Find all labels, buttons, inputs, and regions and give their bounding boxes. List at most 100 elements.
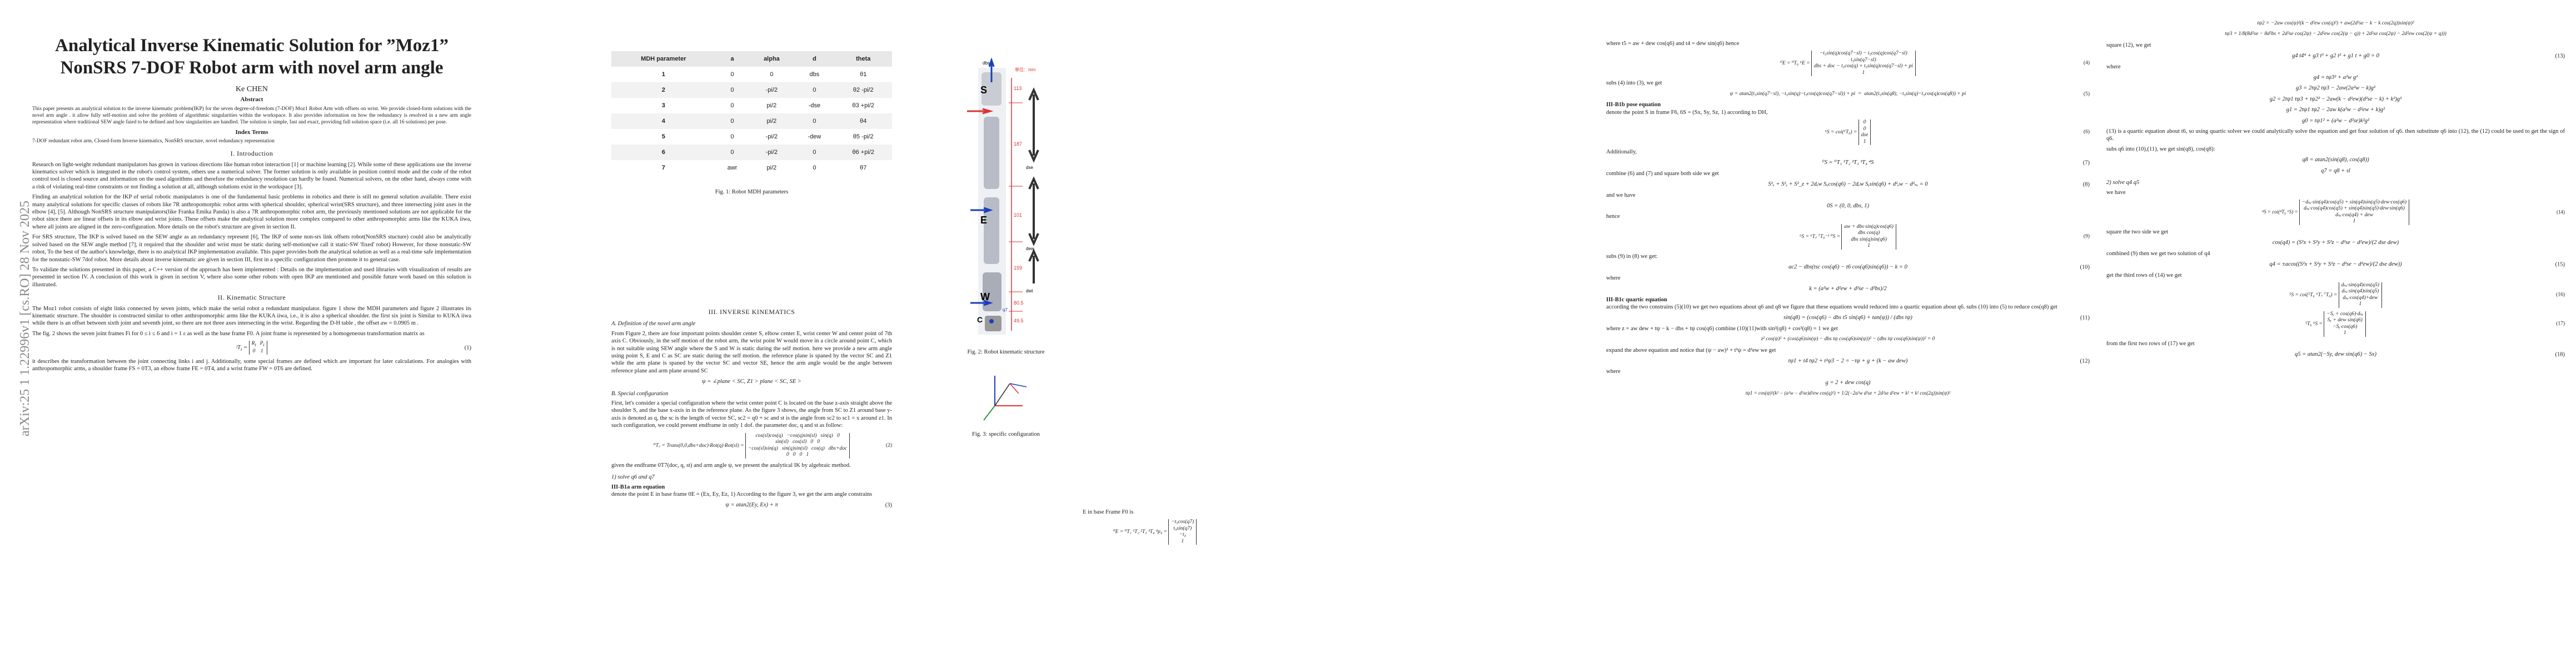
x-axis-arrow [967,108,994,115]
dimension-label: 113 [1014,86,1022,91]
equation-number: (8) [2082,181,2090,188]
table-cell: -pi/2 [765,133,778,140]
configuration-diagram [983,376,1027,421]
equation-number: (12) [2080,357,2090,364]
equation-14: ⁴S = coi(⁴T₆ ⁶S) = −dₛₑ·sin(q4)cos(q5) +… [2261,199,2565,225]
equation-body: ψ = atan2(Ey, Ex) + π [725,502,778,509]
figure-caption: Fig. 1: Robot MDH parameters [715,189,789,195]
equation-15a: cos(q4) = (S²x + S²y + S²z − d²se − d²ew… [2272,240,2399,246]
page-3: E in base Frame F0 is ⁰E = ⁰T₁ ¹T₂ ²T₃ ³… [1073,0,1567,667]
paragraph: from the first two rows of (17) we get [2106,340,2195,347]
equation-number: (17) [2556,321,2565,327]
label-E: E [980,215,987,226]
paragraph: denote the point S in frame F6, 6S = (Sx… [1606,109,1768,116]
figure-caption: Fig. 3: specific configuration [972,431,1040,437]
equation-q8: q8 = atan2(sin(q8), cos(q8)) [2302,157,2369,163]
table-cell: θ1 [860,71,867,78]
table-cell: 0 [715,113,749,129]
base-point [989,319,994,323]
subsection-heading: A. Definition of the novel arm angle [611,321,696,327]
equation-q7: q7 = q8 + sl [2321,167,2350,174]
upper-arm-link [984,117,999,189]
equation-number: (15) [2555,261,2565,268]
table-cell: -dse [808,102,821,109]
wrist-vector [1009,383,1027,387]
subsection-heading: 1) solve q6 and q7 [611,474,655,481]
label-dwt: dwt [1026,288,1033,293]
figure-caption: Fig. 2: Robot kinematic structure [967,349,1045,355]
table-cell: θ4 [834,113,892,129]
page-5: tψ2 = −2aw cos(ψ)²(k − d²ew cos(q)²) + a… [2101,0,2576,667]
page-4: where t5 = aw + dew cos(q6) and t4 = dew… [1606,0,2101,667]
equation-body: ac2 − dbs(tsc cos(q6) − t6 cos(q6)sin(q6… [1788,264,1907,271]
paragraph: where [1606,275,1621,281]
table-cell: 0 [770,71,774,78]
paragraph: The Moz1 robot consists of eight links c… [32,305,471,327]
paragraph: it describes the transformation between … [32,359,471,372]
equation-number: (18) [2555,351,2565,358]
table-cell: θ2 -pi/2 [834,82,892,98]
equation-number: (1) [464,344,471,351]
table-cell: 5 [661,133,665,140]
paragraph: From Figure 2, there are four important … [611,330,892,374]
paper-title: Analytical Inverse Kinematic Solution fo… [55,36,449,78]
paragraph: Additionally, [1606,149,1637,156]
table-cell: 0 [730,102,734,109]
equation-number: (2) [885,442,892,448]
equation-number: (13) [2555,53,2565,59]
equation-11b: z² cos(ψ)² + (cos(q6)sin(ψ) − dbs tψ cos… [1761,336,1935,342]
equation-number: (14) [2557,209,2565,215]
subsubsection-heading: III-B1c quartic equation [1606,296,1667,303]
table-cell: 0 [813,165,816,171]
table-cell: 0 [715,82,749,98]
table-cell: 6 [611,145,716,160]
sc-vector [994,383,1010,406]
equation-body: g4 t4⁴ + g3 t³ + g2 t² + g1 t + g0 = 0 [2292,53,2379,59]
equation-body: q4 = ±acos((S²x + S²y + S²z − d²se − d²e… [2269,261,2402,268]
equation-base-shoulder: 0S = (0, 0, dbs, 1) [1827,203,1869,210]
label-dbs: dbs [983,61,990,66]
paragraph: square the two side we get [2106,228,2169,235]
author: Ke CHEN [236,85,268,93]
section-heading-ik: III. INVERSE KINEMATICS [708,308,795,316]
page1-column: Analytical Inverse Kinematic Solution fo… [32,34,471,376]
equation-18: q5 = atan2(−Sy, dew sin(q6) − Sx) (18) [2106,351,2565,358]
y-axis [983,405,995,421]
equation-9: ⁶S = ⁶T₇ ⁷T₀⁻¹ ⁰S = aw + dbs·sin(q)cos(q… [1800,223,2090,250]
label-unit: 单位：mm [1015,67,1036,72]
table-cell: 4 [611,113,716,129]
equation-number: (5) [2083,91,2090,97]
robot-kinematic-figure: S E W C q7 单位：mm 113 187 101 159 80.5 49… [956,56,1056,345]
table-cell: awr [727,165,738,171]
paragraph: denote the point E in base frame 0E = (E… [611,491,873,497]
paragraph: For SRS structure, The IKP is solved bas… [32,234,471,263]
table-cell: 2 [611,82,716,98]
equation-3: ψ = atan2(Ey, Ex) + π (3) [611,501,892,509]
equation-body: sin(q8) = (cos(q6) − dbs t5 sin(q6) + ta… [1783,315,1912,321]
index-terms-heading: Index Terms [235,128,268,136]
equation-13: g4 t4⁴ + g3 t³ + g2 t² + g1 t + g0 = 0 (… [2106,52,2565,59]
equation-g0: g0 = tψ1² + (a²w − d²se)k²g² [2301,117,2370,124]
table-cell: θ6 +pi/2 [834,145,892,160]
paragraph: Research on light-weight redundant manip… [32,161,471,190]
equation-k: k = (a²w + d²ew + d²se − d²bs)/2 [1809,286,1887,292]
dimension-label: 80.5 [1014,300,1024,306]
equation-8: S²ₓ + S²ᵧ + S²_z + 2dₑw Sₓcos(q6) − 2dₑw… [1768,181,2090,188]
equation-number: (7) [2082,160,2090,166]
equation-number: (6) [2083,129,2090,135]
z-axis-arrow [988,57,995,82]
se-vector [1009,383,1019,394]
equation-number: (11) [2080,315,2090,321]
dew-arrow [1028,248,1039,283]
paragraph: Finding an analytical solution for the I… [32,194,471,230]
table-cell: 0 [730,133,734,140]
equation-7: ⁰S = ⁰T₁ ¹T₂ ²T₃ ³T₄ ⁴S (7) [1822,160,2090,166]
table-cell: 0 [730,71,734,78]
paragraph: square (12), we get [2106,42,2151,48]
table-cell: 0 [794,113,835,129]
